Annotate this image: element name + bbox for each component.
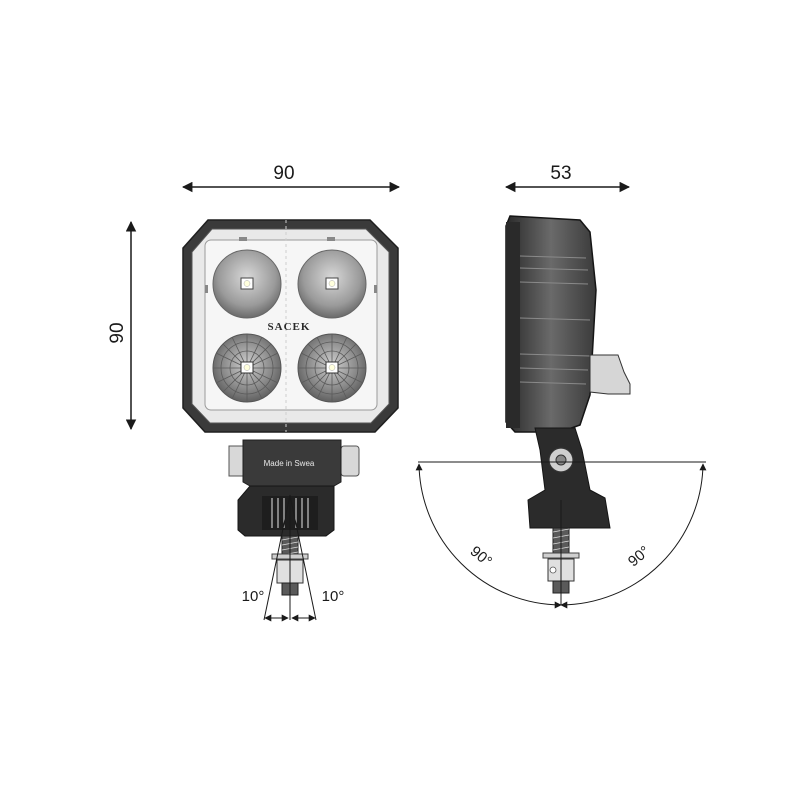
led-bottom-left [212, 333, 282, 403]
swivel-angle-indicator [415, 461, 707, 609]
width-dimension-label: 90 [273, 163, 294, 184]
depth-dimension-label: 53 [550, 163, 571, 184]
brand-logo: SACEK [268, 321, 311, 333]
side-view: 53 [415, 163, 707, 609]
tilt-angle-indicator [263, 494, 317, 622]
tilt-right-label: 10° [322, 588, 345, 605]
lens-tab [239, 237, 247, 241]
swivel-left-label: 90° [467, 543, 495, 571]
led-top-right [297, 249, 367, 319]
led-bottom-right [297, 333, 367, 403]
bracket-marking: Made in Swea [264, 459, 315, 468]
lens-tab [327, 237, 335, 241]
lens-tab [205, 285, 208, 293]
side-fins [519, 255, 591, 385]
side-bracket [527, 427, 611, 529]
lens-tab [374, 285, 377, 293]
side-connector [589, 354, 631, 395]
swivel-right-label: 90° [625, 543, 653, 571]
led-top-left [212, 249, 282, 319]
front-bracket: Made in Swea [228, 439, 360, 537]
tilt-left-label: 10° [242, 588, 265, 605]
side-lens-edge [506, 222, 520, 428]
front-view: 90 90 SACEK [107, 163, 401, 622]
height-dimension-label: 90 [107, 322, 128, 343]
